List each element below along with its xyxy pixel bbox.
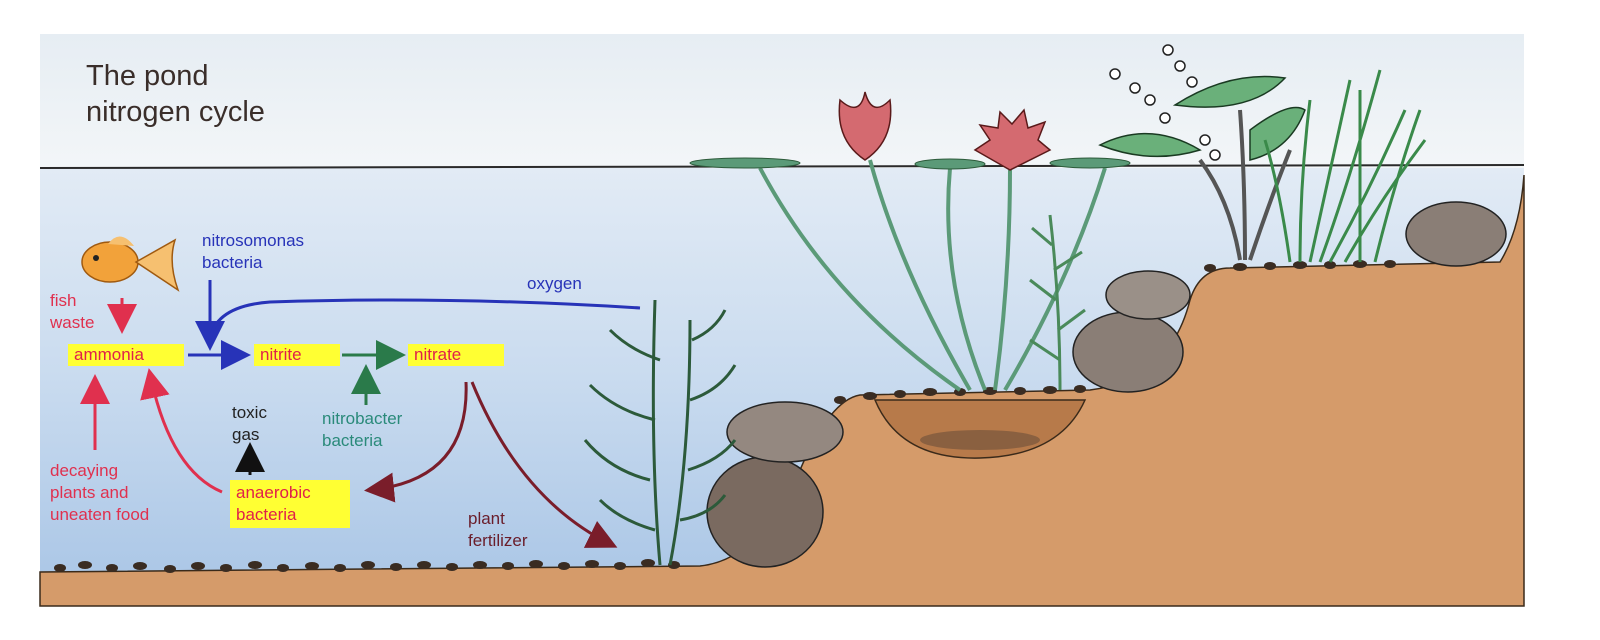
lily-pads: [689, 157, 1131, 170]
diagram-title: The pond nitrogen cycle: [86, 58, 265, 130]
lily-bud: [838, 91, 892, 161]
nitrobacter-line-1: nitrobacter: [322, 409, 403, 428]
nitrate-to-plant-arrow: [470, 381, 618, 548]
lily-flower: [973, 108, 1052, 171]
decaying-line-1: decaying: [50, 461, 119, 480]
nitrate-to-anaerobic-arrow: [364, 381, 468, 503]
toxic-gas-label: toxic gas: [232, 402, 267, 446]
fertilizer-line-1: plant: [468, 509, 505, 528]
fish-waste-line-2: waste: [50, 313, 95, 332]
anaerobic-line-1: anaerobic: [236, 483, 311, 502]
stem-plant: [1029, 214, 1086, 391]
decaying-line-3: uneaten food: [50, 505, 150, 524]
marginal-plant: [1098, 44, 1306, 261]
anaerobic-to-ammonia-arrow: [140, 368, 223, 494]
nitrobacter-line-2: bacteria: [322, 431, 383, 450]
submerged-plant: [583, 299, 737, 566]
nitrosomonas-label: nitrosomonas bacteria: [202, 230, 304, 274]
toxic-line-1: toxic: [232, 403, 267, 422]
water-lily-stems: [758, 159, 1107, 392]
title-line-2: nitrogen cycle: [86, 96, 265, 128]
rocks: [706, 201, 1507, 568]
decaying-line-2: plants and: [50, 483, 129, 502]
oxygen-label: oxygen: [527, 274, 582, 293]
fish-waste-label: fish waste: [50, 290, 94, 334]
toxic-line-2: gas: [232, 425, 260, 444]
grass-reeds: [1263, 69, 1427, 263]
fertilizer-line-2: fertilizer: [468, 531, 528, 550]
fish-waste-line-1: fish: [50, 291, 77, 310]
nitrobacter-label: nitrobacter bacteria: [322, 408, 402, 452]
nitrate-box: nitrate: [408, 344, 504, 366]
nitrite-box: nitrite: [254, 344, 340, 366]
goldfish: [81, 236, 180, 292]
anaerobic-line-2: bacteria: [236, 505, 297, 524]
plant-fertilizer-label: plant fertilizer: [468, 508, 528, 552]
nitrosomonas-line-2: bacteria: [202, 253, 263, 272]
title-line-1: The pond: [86, 60, 209, 92]
ammonia-box: ammonia: [68, 344, 184, 366]
oxygen-arrow: [208, 298, 641, 341]
nitrosomonas-line-1: nitrosomonas: [202, 231, 305, 250]
decaying-label: decaying plants and uneaten food: [50, 460, 149, 526]
anaerobic-bacteria-box: anaerobic bacteria: [230, 480, 350, 528]
basket-soil: [920, 430, 1040, 450]
